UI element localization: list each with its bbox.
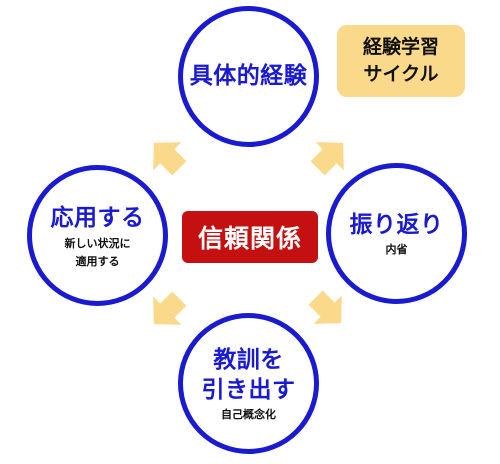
stage-conceptualization-label-line1: 教訓を: [213, 347, 284, 373]
center-trust-box: 信頼関係: [182, 211, 318, 263]
stage-conceptualization-label-line2: 引き出す: [201, 377, 296, 403]
stage-reflection: 振り返り 内省: [326, 163, 467, 304]
arrow-right-to-bottom: [308, 290, 342, 324]
stage-application-label: 応用する: [50, 204, 145, 231]
center-trust-label: 信頼関係: [197, 224, 302, 253]
arrow-top-to-right: [310, 142, 344, 176]
arrow-bottom-to-left: [153, 291, 187, 325]
stage-reflection-label: 振り返り: [349, 212, 444, 238]
cycle-title-box: 経験学習 サイクル: [337, 25, 465, 97]
cycle-title-line2: サイクル: [363, 63, 439, 85]
stage-application-sublabel-line2: 適用する: [75, 254, 120, 268]
stage-application-sublabel-line1: 新しい状況に: [64, 236, 131, 250]
stage-reflection-sublabel: 内省: [385, 243, 408, 256]
stage-concrete-experience: 具体的経験: [178, 6, 319, 147]
stage-conceptualization: 教訓を 引き出す 自己概念化: [178, 313, 319, 454]
stage-conceptualization-sublabel: 自己概念化: [221, 408, 276, 421]
cycle-title-line1: 経験学習: [362, 36, 439, 58]
stage-application: 応用する 新しい状況に 適用する: [27, 165, 168, 306]
arrow-left-to-top: [153, 142, 187, 176]
stage-concrete-experience-label: 具体的経験: [189, 62, 308, 89]
